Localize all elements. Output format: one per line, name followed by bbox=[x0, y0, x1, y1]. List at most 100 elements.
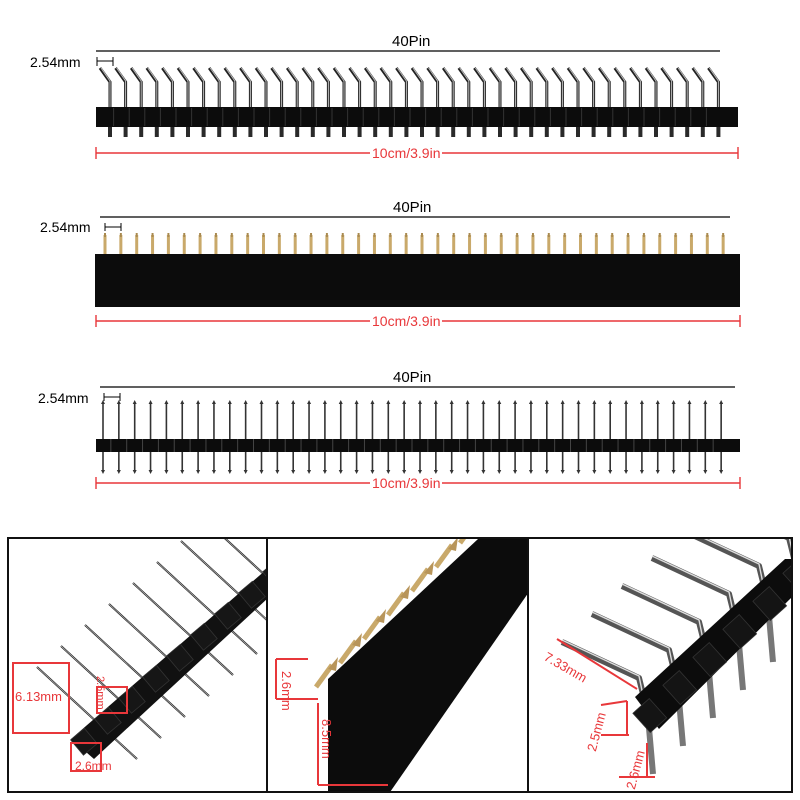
pin-highlight bbox=[350, 67, 361, 108]
pin-tip-bottom bbox=[116, 470, 121, 474]
pin-tip-bottom bbox=[196, 470, 201, 474]
lower-pin bbox=[201, 127, 206, 137]
lower-pin bbox=[170, 127, 175, 137]
pin-tip-top bbox=[196, 400, 201, 404]
pin-tip-bottom bbox=[481, 470, 486, 474]
gold-pin bbox=[404, 235, 408, 254]
closeup-lower-pin bbox=[766, 615, 776, 663]
length-label: 10cm/3.9in bbox=[370, 475, 443, 491]
pin-highlight bbox=[303, 67, 314, 108]
pin-tip-top bbox=[703, 400, 708, 404]
pin-tip-bottom bbox=[608, 470, 613, 474]
pin-tip-top bbox=[528, 400, 533, 404]
pin-highlight bbox=[428, 67, 439, 108]
lower-pin bbox=[108, 127, 112, 137]
gold-pin bbox=[721, 235, 725, 254]
gold-pin bbox=[372, 235, 376, 254]
lower-pin bbox=[576, 127, 580, 137]
pin-tip-top bbox=[513, 400, 518, 404]
row-female: 40Pin 2.54mm 10cm/3.9in bbox=[0, 175, 800, 350]
gold-pin bbox=[515, 235, 519, 254]
pin-tip-top bbox=[639, 400, 644, 404]
closeup-block bbox=[238, 580, 266, 609]
gold-pin bbox=[151, 235, 155, 254]
pin-tip-top bbox=[259, 400, 264, 404]
pin-tip-bottom bbox=[275, 470, 280, 474]
closeup-block bbox=[752, 585, 788, 622]
row-title: 40Pin bbox=[393, 369, 432, 386]
dim-box-b bbox=[96, 686, 128, 714]
pin-tip-bottom bbox=[497, 470, 502, 474]
pin-tip-top bbox=[338, 400, 343, 404]
pin-highlight bbox=[178, 67, 189, 108]
pitch-label: 2.54mm bbox=[30, 54, 81, 70]
dim-b-label: 8.5mm bbox=[319, 719, 334, 759]
lower-pin bbox=[544, 127, 549, 137]
pin-tip-top bbox=[322, 400, 327, 404]
pin-tip-bottom bbox=[322, 470, 327, 474]
pin-tip-bottom bbox=[148, 470, 153, 474]
pin-tip-top bbox=[180, 400, 185, 404]
closeup-pins bbox=[313, 539, 467, 689]
gold-pin bbox=[483, 235, 487, 254]
pin-highlight bbox=[677, 67, 688, 108]
closeup-block bbox=[166, 643, 194, 672]
closeup-block bbox=[662, 669, 698, 706]
dim-b-label: 2.5mm bbox=[94, 676, 106, 710]
pin-tip-top bbox=[227, 400, 232, 404]
closeup-pin-tip bbox=[352, 633, 362, 647]
closeup-lower-pin bbox=[736, 643, 746, 691]
dim-box-a bbox=[12, 662, 70, 734]
lower-pin bbox=[560, 127, 565, 137]
pin-tip-top bbox=[101, 400, 105, 404]
pin-highlight bbox=[334, 67, 345, 108]
pin-tip-top bbox=[418, 400, 422, 404]
pin-highlight bbox=[272, 67, 283, 108]
gold-pin bbox=[277, 235, 281, 254]
gold-pin bbox=[166, 235, 170, 254]
pin-tip-bottom bbox=[354, 470, 359, 474]
pin-tip-bottom bbox=[101, 470, 105, 474]
lower-pin bbox=[232, 127, 237, 137]
length-label: 10cm/3.9in bbox=[370, 313, 443, 329]
dim-a-label: 6.13mm bbox=[15, 689, 62, 704]
pin-tip-bottom bbox=[624, 470, 629, 474]
lower-pin bbox=[217, 127, 222, 137]
header-pins bbox=[98, 67, 720, 108]
lower-pin bbox=[669, 127, 674, 137]
pin-highlight bbox=[412, 67, 423, 108]
pin-tip-bottom bbox=[513, 470, 518, 474]
lower-pin bbox=[326, 127, 331, 137]
lower-pin bbox=[139, 127, 144, 137]
dim-line-a bbox=[556, 638, 638, 690]
closeup-pin-tip bbox=[448, 539, 458, 551]
pin-tip-top bbox=[354, 400, 359, 404]
gold-pin bbox=[547, 235, 551, 254]
plastic-strip bbox=[96, 439, 740, 452]
pin-highlight bbox=[521, 67, 532, 108]
pin-tip-top bbox=[576, 400, 581, 404]
gold-pin bbox=[309, 235, 313, 254]
gold-pin bbox=[341, 235, 345, 254]
pin-tip-top bbox=[402, 400, 407, 404]
pin-tip-top bbox=[687, 400, 692, 404]
female-closeup bbox=[275, 539, 527, 791]
gold-pin bbox=[214, 235, 218, 254]
gold-pin bbox=[420, 235, 424, 254]
pin-highlight bbox=[194, 67, 205, 108]
row-straight: 40Pin 2.54mm 10cm/3.9in bbox=[0, 350, 800, 510]
lower-pin bbox=[466, 127, 471, 137]
plastic-strip bbox=[96, 107, 738, 127]
pitch-label: 2.54mm bbox=[38, 390, 89, 406]
detail-panel-straight: 6.13mm 2.5mm 2.6mm bbox=[7, 537, 268, 793]
pin-tip-bottom bbox=[386, 470, 391, 474]
closeup-block bbox=[118, 685, 146, 714]
lower-pin bbox=[264, 127, 268, 137]
dim-line-b-top bbox=[600, 700, 628, 706]
gold-pin bbox=[452, 235, 456, 254]
pin-tip-top bbox=[655, 400, 660, 404]
closeup-pin-tip bbox=[424, 561, 434, 575]
lower-pin bbox=[685, 127, 690, 137]
pin-tip-bottom bbox=[259, 470, 264, 474]
gold-pin bbox=[658, 235, 662, 254]
